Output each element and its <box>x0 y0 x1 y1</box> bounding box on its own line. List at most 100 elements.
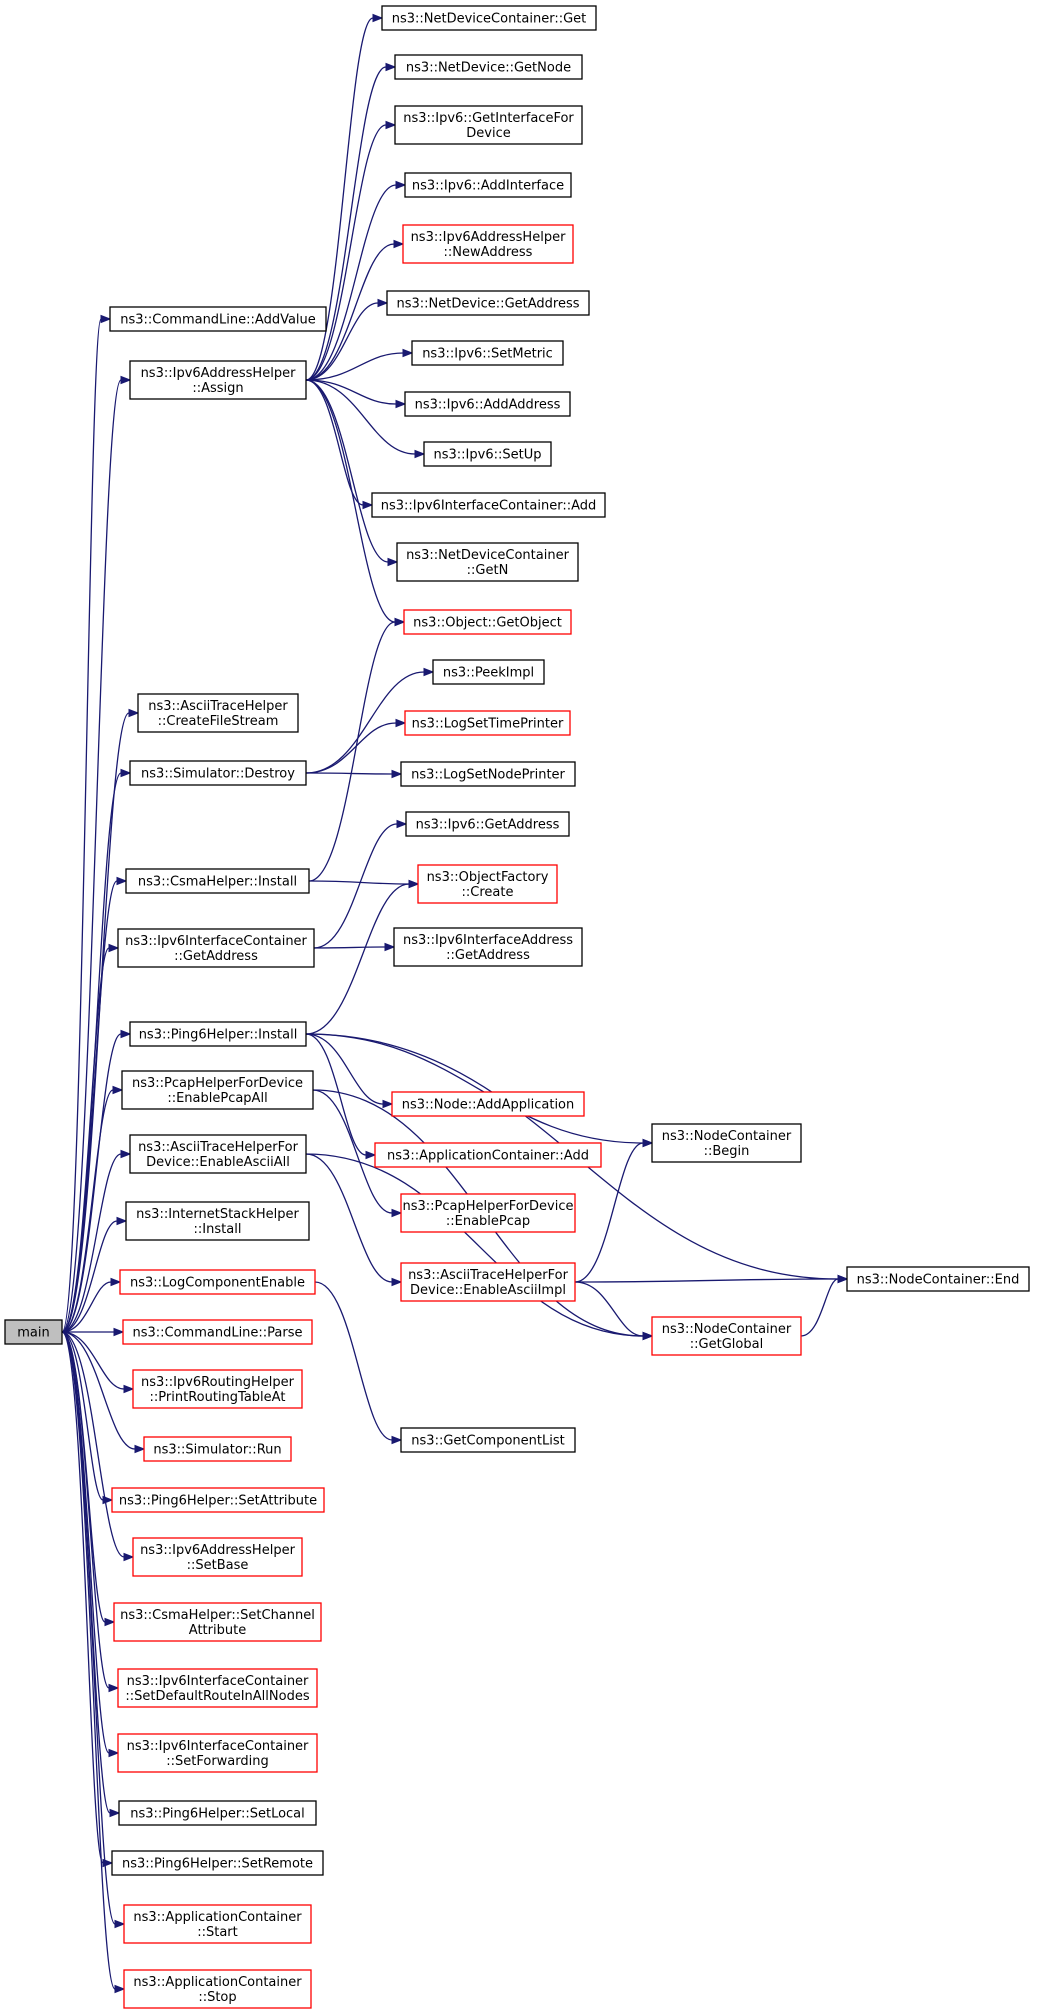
call-arrowheads <box>100 13 849 1994</box>
node-v6-set-metric[interactable]: ns3::Ipv6::SetMetric <box>411 340 564 366</box>
node-label: ns3::Ping6Helper::SetLocal <box>130 1807 305 1822</box>
node-nc-begin[interactable]: ns3::NodeContainer::Begin <box>651 1123 802 1163</box>
arrowhead <box>102 1495 114 1505</box>
node-log-comp-enable[interactable]: ns3::LogComponentEnable <box>119 1269 316 1295</box>
node-main[interactable]: main <box>4 1319 63 1345</box>
node-ndc-get[interactable]: ns3::NetDeviceContainer::Get <box>381 5 597 31</box>
node-v6-new-addr[interactable]: ns3::Ipv6AddressHelper::NewAddress <box>402 224 574 264</box>
node-v6if-addr-get-addr[interactable]: ns3::Ipv6InterfaceAddress::GetAddress <box>393 927 583 967</box>
node-box <box>119 1269 316 1295</box>
node-box <box>125 1201 310 1241</box>
node-ascii-enable-all[interactable]: ns3::AsciiTraceHelperForDevice::EnableAs… <box>129 1134 307 1174</box>
node-cmd-add-value[interactable]: ns3::CommandLine::AddValue <box>109 306 327 332</box>
arrowhead <box>120 1029 132 1039</box>
arrowhead <box>837 1274 849 1284</box>
edge-main-to-appc-stop <box>61 1331 116 1990</box>
edge-v6-assign-to-v6-set-up <box>305 379 416 455</box>
node-label: ::GetAddress <box>446 948 530 963</box>
node-ping6-set-remote[interactable]: ns3::Ping6Helper::SetRemote <box>111 1850 324 1876</box>
node-box <box>109 306 327 332</box>
node-label: ns3::LogSetNodePrinter <box>411 768 565 783</box>
node-box <box>400 761 576 787</box>
edge-v6ic-get-address-to-v6if-addr-get-addr <box>313 946 386 949</box>
edge-main-to-v6ic-set-def-route <box>61 1331 110 1689</box>
arrowhead <box>108 1683 120 1693</box>
node-v6-set-base[interactable]: ns3::Ipv6AddressHelper::SetBase <box>132 1537 303 1577</box>
node-log-node-printer[interactable]: ns3::LogSetNodePrinter <box>400 761 576 787</box>
node-v6-add-addr[interactable]: ns3::Ipv6::AddAddress <box>404 391 571 417</box>
node-label: Device <box>466 126 510 141</box>
edge-ascii-enable-impl-to-nc-get-global <box>574 1281 644 1337</box>
node-v6ic-get-address[interactable]: ns3::Ipv6InterfaceContainer::GetAddress <box>117 928 315 968</box>
edge-main-to-v6-assign <box>61 379 122 1333</box>
node-nd-get-addr[interactable]: ns3::NetDevice::GetAddress <box>386 290 590 316</box>
node-ping6-set-local[interactable]: ns3::Ping6Helper::SetLocal <box>118 1800 317 1826</box>
node-v6-get-address[interactable]: ns3::Ipv6::GetAddress <box>405 811 570 837</box>
arrowhead <box>402 348 414 358</box>
node-label: ::SetBase <box>187 1558 249 1573</box>
node-box <box>137 693 299 733</box>
node-nc-get-global[interactable]: ns3::NodeContainer::GetGlobal <box>651 1316 802 1356</box>
node-label: ns3::Ipv6RoutingHelper <box>141 1375 295 1390</box>
edge-main-to-ping6-install <box>61 1033 122 1333</box>
node-log-time-printer[interactable]: ns3::LogSetTimePrinter <box>404 710 571 736</box>
arrowhead <box>382 1099 394 1109</box>
node-box <box>118 1800 317 1826</box>
arrowhead <box>113 1327 125 1337</box>
edge-sim-destroy-to-log-time-printer <box>305 722 397 774</box>
arrowhead <box>408 879 420 889</box>
edge-main-to-ping6-set-local <box>61 1331 111 1814</box>
node-ascii-enable-impl[interactable]: ns3::AsciiTraceHelperForDevice::EnableAs… <box>400 1262 576 1302</box>
node-inet-install[interactable]: ns3::InternetStackHelper::Install <box>125 1201 310 1241</box>
arrowhead <box>391 1277 403 1287</box>
edge-main-to-pcap-enable-all <box>61 1089 114 1333</box>
node-pcap-enable-pcap[interactable]: ns3::PcapHelperForDevice::EnablePcap <box>400 1193 576 1233</box>
node-sim-destroy[interactable]: ns3::Simulator::Destroy <box>129 760 307 786</box>
node-v6ic-set-def-route[interactable]: ns3::Ipv6InterfaceContainer::SetDefaultR… <box>117 1668 318 1708</box>
arrowhead <box>116 1216 128 1226</box>
node-label: ::Begin <box>704 1144 750 1159</box>
node-get-comp-list[interactable]: ns3::GetComponentList <box>400 1427 576 1453</box>
node-ping6-set-attr[interactable]: ns3::Ping6Helper::SetAttribute <box>111 1487 325 1513</box>
node-label: ns3::ObjectFactory <box>427 870 549 885</box>
node-box <box>129 760 307 786</box>
node-label: ns3::Ipv6AddressHelper <box>411 230 567 245</box>
node-label: ::Assign <box>192 381 243 396</box>
node-nd-get-node[interactable]: ns3::NetDevice::GetNode <box>394 54 583 80</box>
node-nc-end[interactable]: ns3::NodeContainer::End <box>846 1266 1030 1292</box>
node-appc-stop[interactable]: ns3::ApplicationContainer::Stop <box>123 1969 312 2009</box>
arrowhead <box>108 1748 120 1758</box>
node-cmd-parse[interactable]: ns3::CommandLine::Parse <box>122 1319 313 1345</box>
node-v6ic-add[interactable]: ns3::Ipv6InterfaceContainer::Add <box>371 492 606 518</box>
node-label: ::CreateFileStream <box>158 714 279 729</box>
node-node-add-app[interactable]: ns3::Node::AddApplication <box>391 1091 585 1117</box>
node-appc-start[interactable]: ns3::ApplicationContainer::Start <box>123 1904 312 1944</box>
node-csma-install[interactable]: ns3::CsmaHelper::Install <box>125 868 310 894</box>
node-obj-fact-create[interactable]: ns3::ObjectFactory::Create <box>417 864 558 904</box>
arrowhead <box>395 399 407 409</box>
node-label: ::EnablePcapAll <box>167 1091 267 1106</box>
node-box <box>400 1193 576 1233</box>
node-sim-run[interactable]: ns3::Simulator::Run <box>143 1436 292 1462</box>
node-label: Device::EnableAsciiAll <box>146 1155 290 1170</box>
arrowhead <box>114 1984 126 1994</box>
node-box <box>396 542 579 582</box>
node-v6rt-print[interactable]: ns3::Ipv6RoutingHelper::PrintRoutingTabl… <box>132 1369 303 1409</box>
node-v6-add-if[interactable]: ns3::Ipv6::AddInterface <box>404 172 572 198</box>
node-obj-get-obj[interactable]: ns3::Object::GetObject <box>403 609 572 635</box>
node-label: ns3::Ipv6InterfaceContainer <box>125 934 307 949</box>
node-ascii-create-file[interactable]: ns3::AsciiTraceHelper::CreateFileStream <box>137 693 299 733</box>
arrowhead <box>100 314 112 324</box>
node-v6ic-set-fwd[interactable]: ns3::Ipv6InterfaceContainer::SetForwardi… <box>117 1733 318 1773</box>
node-v6-assign[interactable]: ns3::Ipv6AddressHelper::Assign <box>129 360 307 400</box>
node-ndc-get-n[interactable]: ns3::NetDeviceContainer::GetN <box>396 542 579 582</box>
node-ping6-install[interactable]: ns3::Ping6Helper::Install <box>129 1021 307 1047</box>
node-pcap-enable-all[interactable]: ns3::PcapHelperForDevice::EnablePcapAll <box>121 1070 314 1110</box>
edge-main-to-log-comp-enable <box>61 1281 112 1333</box>
node-appc-add[interactable]: ns3::ApplicationContainer::Add <box>374 1142 602 1168</box>
node-v6-set-up[interactable]: ns3::Ipv6::SetUp <box>423 441 552 467</box>
node-peek-impl[interactable]: ns3::PeekImpl <box>432 659 545 685</box>
node-label: ns3::NetDevice::GetNode <box>406 61 571 76</box>
